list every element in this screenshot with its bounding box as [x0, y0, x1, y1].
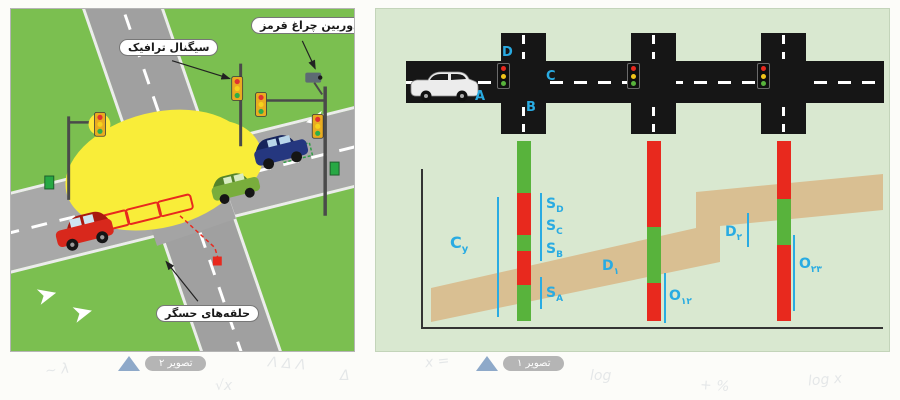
- offset-label-12: O۱۲: [669, 288, 692, 307]
- cross-centerline: [522, 35, 525, 59]
- background-doodle: x =: [424, 352, 451, 372]
- distance-label-1: D۱: [602, 258, 620, 277]
- background-doodle: + %: [699, 376, 731, 396]
- split-bracket-b: [540, 237, 542, 261]
- figure-caption: تصویر ۱: [503, 356, 565, 371]
- approach-label-c: C: [546, 69, 556, 84]
- cross-centerline: [782, 35, 785, 59]
- pedestrian-signal: [44, 161, 340, 190]
- background-doodle: Λ Δ Λ: [267, 354, 307, 374]
- split-label-d: SD: [546, 196, 564, 215]
- caption-triangle-icon: [476, 356, 498, 371]
- approach-label-b: B: [526, 100, 536, 115]
- signal-phase-segment: [517, 193, 531, 235]
- coordination-diagram-panel: D C A B Cy SD SC SB: [375, 8, 890, 352]
- background-doodle: log x: [807, 370, 843, 390]
- signal-phase-segment: [647, 227, 661, 283]
- cycle-length-label: Cy: [450, 233, 469, 255]
- signal-head: [231, 76, 244, 101]
- signal-timing-bar-3: [777, 141, 791, 321]
- signal-head: [311, 113, 324, 139]
- callout-arrow: [165, 40, 316, 302]
- cross-centerline: [782, 107, 785, 132]
- signal-phase-segment: [777, 141, 791, 199]
- cycle-bracket: [497, 197, 499, 317]
- caption-left: تصویر ۲: [118, 356, 207, 371]
- signal-phase-segment: [517, 251, 531, 285]
- split-label-c: SC: [546, 218, 563, 237]
- offset-bracket-23: [793, 235, 795, 311]
- signal-phase-segment: [517, 235, 531, 251]
- background-doodle: √x: [215, 378, 233, 394]
- loop-controller: [212, 256, 222, 266]
- approach-label-a: A: [475, 89, 486, 104]
- callout-sensor-loops: حلقه‌های حسگر: [156, 305, 260, 322]
- split-label-b: SB: [546, 241, 563, 260]
- signal-head: [255, 92, 268, 117]
- signal-head: [94, 111, 106, 137]
- diagram-axis-horizontal: [421, 327, 883, 329]
- split-label-a: SA: [546, 285, 564, 304]
- traffic-signal-icon: [627, 63, 640, 89]
- intersection-illustration-panel: دوربین چراغ قرمز سیگنال ترافیک حلقه‌های …: [10, 8, 355, 352]
- signal-timing-bar-2: [647, 141, 661, 321]
- signal-phase-segment: [777, 199, 791, 245]
- background-doodle: Δ: [340, 368, 350, 384]
- signal-timing-bar-1: [517, 141, 531, 321]
- car: [410, 71, 479, 102]
- green-wave-band: [431, 174, 883, 322]
- traffic-signal-icon: [497, 63, 510, 89]
- cross-centerline: [522, 107, 525, 132]
- distance-label-2: D۲: [725, 224, 743, 243]
- cross-centerline: [652, 107, 655, 132]
- signal-pole-right: [259, 86, 327, 216]
- offset-label-23: O۲۳: [799, 256, 822, 275]
- split-bracket-c: [540, 215, 542, 237]
- traffic-signal-icon: [757, 63, 770, 89]
- diagram-axis-vertical: [421, 169, 423, 327]
- split-bracket-d: [540, 193, 542, 215]
- cross-centerline: [652, 35, 655, 59]
- red-light-camera: [305, 72, 324, 96]
- background-doodle: log: [590, 368, 612, 384]
- offset-bracket-12: [664, 273, 666, 323]
- callout-red-light-camera: دوربین چراغ قرمز: [251, 17, 354, 34]
- background-doodle: ~ λ: [44, 360, 71, 380]
- intersection-scene: [11, 9, 354, 351]
- callout-traffic-signal: سیگنال ترافیک: [119, 39, 219, 56]
- green-car: [211, 173, 261, 204]
- signal-phase-segment: [777, 245, 791, 321]
- signal-phase-segment: [517, 285, 531, 321]
- figure-caption: تصویر ۲: [145, 356, 207, 371]
- signal-phase-segment: [647, 141, 661, 227]
- signal-phase-segment: [647, 283, 661, 321]
- split-bracket-a: [540, 277, 542, 309]
- red-car: [55, 211, 114, 251]
- signal-phase-segment: [517, 141, 531, 193]
- caption-triangle-icon: [118, 356, 140, 371]
- blue-car: [254, 135, 309, 170]
- caption-right: تصویر ۱: [476, 356, 565, 371]
- approach-label-d: D: [502, 45, 513, 60]
- distance-bracket-2: [747, 213, 749, 247]
